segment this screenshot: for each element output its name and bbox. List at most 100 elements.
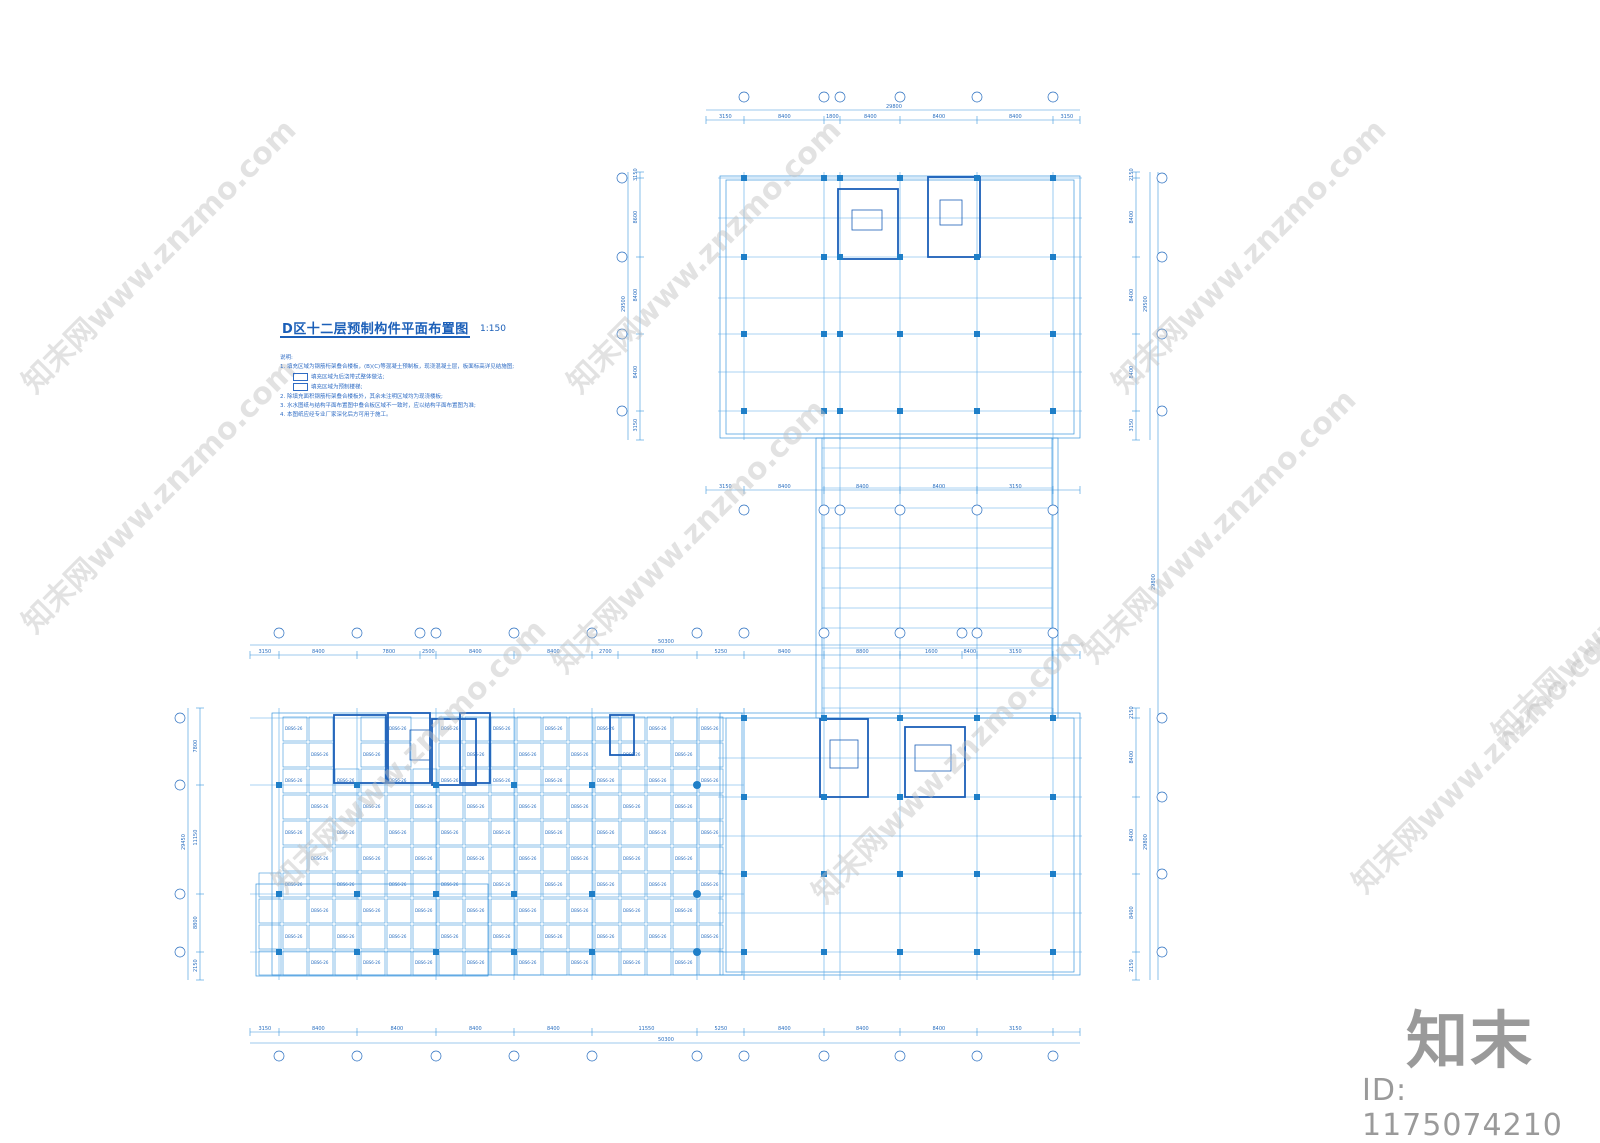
precast-panel (308, 716, 334, 742)
precast-panel (282, 898, 308, 924)
precast-panel (516, 950, 542, 976)
column (1050, 794, 1056, 800)
panel-label: DBS6-26 (649, 882, 667, 887)
column (589, 891, 595, 897)
panel-label: DBS6-26 (649, 726, 667, 731)
panel-label: DBS6-26 (675, 908, 693, 913)
precast-panel (282, 716, 308, 742)
panel-label: DBS6-26 (493, 934, 511, 939)
precast-panel (490, 820, 516, 846)
dimension-value: 2500 (422, 649, 435, 655)
column (1050, 254, 1056, 260)
precast-panel (516, 872, 542, 898)
precast-panel (620, 820, 646, 846)
precast-panel (568, 898, 594, 924)
panel-label: DBS6-26 (493, 882, 511, 887)
precast-panel (542, 794, 568, 820)
column (974, 175, 980, 181)
column (974, 715, 980, 721)
precast-panel (386, 768, 412, 794)
dimension-value: 3150 (633, 168, 639, 181)
panel-label: DBS6-26 (467, 908, 485, 913)
precast-panel (646, 820, 672, 846)
dimension-value: 8400 (633, 366, 639, 379)
stair-core (837, 188, 899, 260)
column-round (693, 948, 701, 956)
grid-bubble (818, 504, 830, 516)
precast-panel (308, 872, 334, 898)
lower-left-bump-outline (255, 883, 489, 977)
column (354, 782, 360, 788)
grid-bubble (894, 91, 906, 103)
column (741, 794, 747, 800)
panel-label: DBS6-26 (389, 778, 407, 783)
column (1050, 175, 1056, 181)
grid-bubble (956, 627, 968, 639)
precast-panel (646, 924, 672, 950)
grid-bubble (351, 1050, 363, 1062)
precast-panel (646, 898, 672, 924)
dimension-value: 8400 (547, 649, 560, 655)
column (974, 949, 980, 955)
dimension-value: 8400 (469, 649, 482, 655)
column (1050, 949, 1056, 955)
precast-panel (464, 768, 490, 794)
grid-bubble (1047, 91, 1059, 103)
grid-bubble (616, 328, 628, 340)
precast-panel (516, 898, 542, 924)
precast-panel (698, 794, 724, 820)
title-underline (280, 336, 470, 338)
grid-bubble (1047, 504, 1059, 516)
grid-bubble (971, 1050, 983, 1062)
panel-label: DBS6-26 (571, 960, 589, 965)
precast-panel (386, 872, 412, 898)
precast-panel (646, 768, 672, 794)
grid-bubble (738, 91, 750, 103)
precast-panel (672, 898, 698, 924)
dimension-value: 2150 (193, 959, 199, 972)
precast-panel (698, 820, 724, 846)
grid-bubble (818, 627, 830, 639)
precast-panel (542, 924, 568, 950)
column (741, 871, 747, 877)
panel-label: DBS6-26 (493, 778, 511, 783)
panel-label: DBS6-26 (311, 804, 329, 809)
panel-label: DBS6-26 (285, 726, 303, 731)
grid-bubble (894, 1050, 906, 1062)
drawing-scale: 1:150 (480, 324, 506, 334)
stair-flight (829, 739, 859, 769)
precast-panel (568, 872, 594, 898)
panel-label: DBS6-26 (311, 960, 329, 965)
precast-panel (672, 794, 698, 820)
dimension-value: 8400 (1129, 751, 1135, 764)
precast-panel (438, 924, 464, 950)
panel-label: DBS6-26 (571, 856, 589, 861)
panel-label: DBS6-26 (363, 856, 381, 861)
dimension-lines (187, 109, 1159, 1044)
dimension-value: 8400 (1129, 289, 1135, 302)
panel-label: DBS6-26 (441, 882, 459, 887)
precast-panel (360, 950, 386, 976)
column (837, 175, 843, 181)
grid-bubble (616, 405, 628, 417)
grid-bubble (818, 91, 830, 103)
panel-label: DBS6-26 (675, 804, 693, 809)
panel-label: DBS6-26 (623, 960, 641, 965)
precast-panel (568, 794, 594, 820)
dimension-value: 11550 (639, 1026, 655, 1032)
panel-label: DBS6-26 (415, 960, 433, 965)
precast-panel (360, 846, 386, 872)
column (433, 891, 439, 897)
panel-label: DBS6-26 (337, 778, 355, 783)
grid-bubble (1156, 946, 1168, 958)
panel-label: DBS6-26 (311, 908, 329, 913)
brand-logo: 知末 (1406, 1004, 1535, 1077)
precast-panel (568, 846, 594, 872)
precast-panel (334, 820, 360, 846)
panel-label: DBS6-26 (311, 752, 329, 757)
grid-bubble (691, 627, 703, 639)
precast-panel (308, 768, 334, 794)
panel-label: DBS6-26 (493, 830, 511, 835)
precast-panel (464, 820, 490, 846)
panel-label: DBS6-26 (441, 934, 459, 939)
